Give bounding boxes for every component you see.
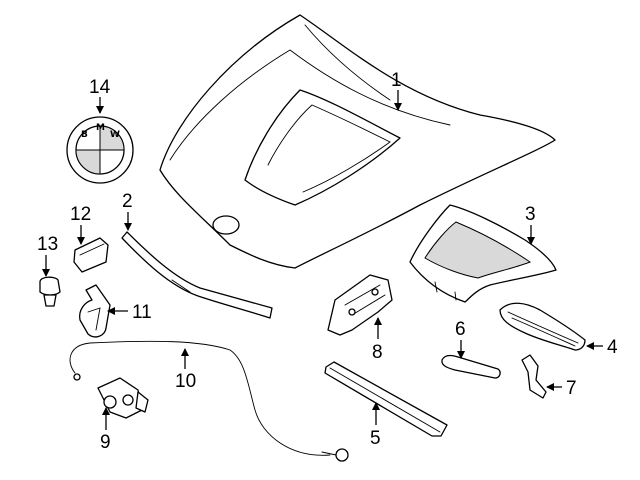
release-handle: [79, 284, 111, 338]
release-cable: [69, 340, 349, 462]
callouts: 1 2 3 4 5 6 7 8 9 10 11 12 13 14: [37, 70, 618, 453]
small-seal: [441, 354, 501, 379]
callout-6: 6: [455, 319, 466, 340]
bump-stop: [39, 276, 61, 307]
hood-seal-strip: [121, 231, 273, 319]
callout-8: 8: [372, 342, 383, 363]
support-bar: [324, 361, 448, 437]
emblem-letter-w: W: [110, 130, 120, 140]
callout-12: 12: [70, 204, 91, 225]
callout-3: 3: [525, 204, 536, 225]
callout-5: 5: [370, 428, 381, 449]
callout-4: 4: [607, 337, 618, 358]
callout-10: 10: [175, 371, 196, 392]
bracket: [521, 354, 547, 399]
hood-grille: [499, 302, 586, 351]
callout-7: 7: [566, 378, 577, 399]
hood-buffer: [73, 237, 109, 273]
callout-11: 11: [132, 302, 152, 323]
callout-2: 2: [122, 191, 133, 212]
hood-emblem: B M W: [66, 116, 134, 184]
emblem-letter-b: B: [81, 130, 88, 140]
callout-14: 14: [89, 77, 111, 98]
hood-hinge: [327, 274, 393, 336]
emblem-letter-m: M: [96, 123, 105, 133]
air-duct: [409, 204, 557, 303]
callout-1: 1: [391, 70, 402, 91]
callout-13: 13: [37, 234, 58, 255]
hood-panel: [159, 14, 556, 269]
callout-9: 9: [100, 432, 111, 453]
